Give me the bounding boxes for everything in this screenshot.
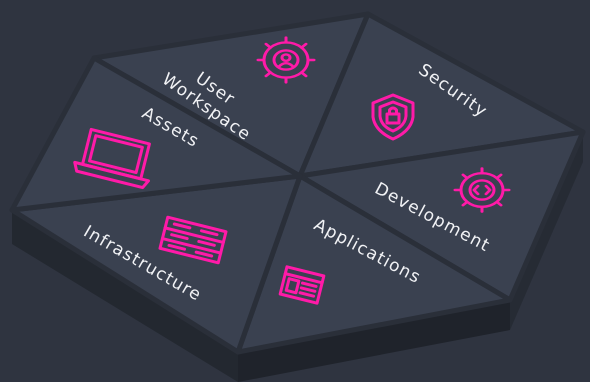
slab-sides — [12, 132, 583, 382]
shield-lock-icon — [371, 93, 415, 141]
server-rack-icon — [158, 215, 228, 265]
app-window-icon — [278, 265, 326, 305]
gear-code-icon — [453, 167, 511, 213]
laptop-icon — [73, 127, 151, 190]
gear-user-icon — [256, 36, 316, 84]
segment-tiles — [9, 11, 586, 355]
icons — [73, 36, 511, 305]
